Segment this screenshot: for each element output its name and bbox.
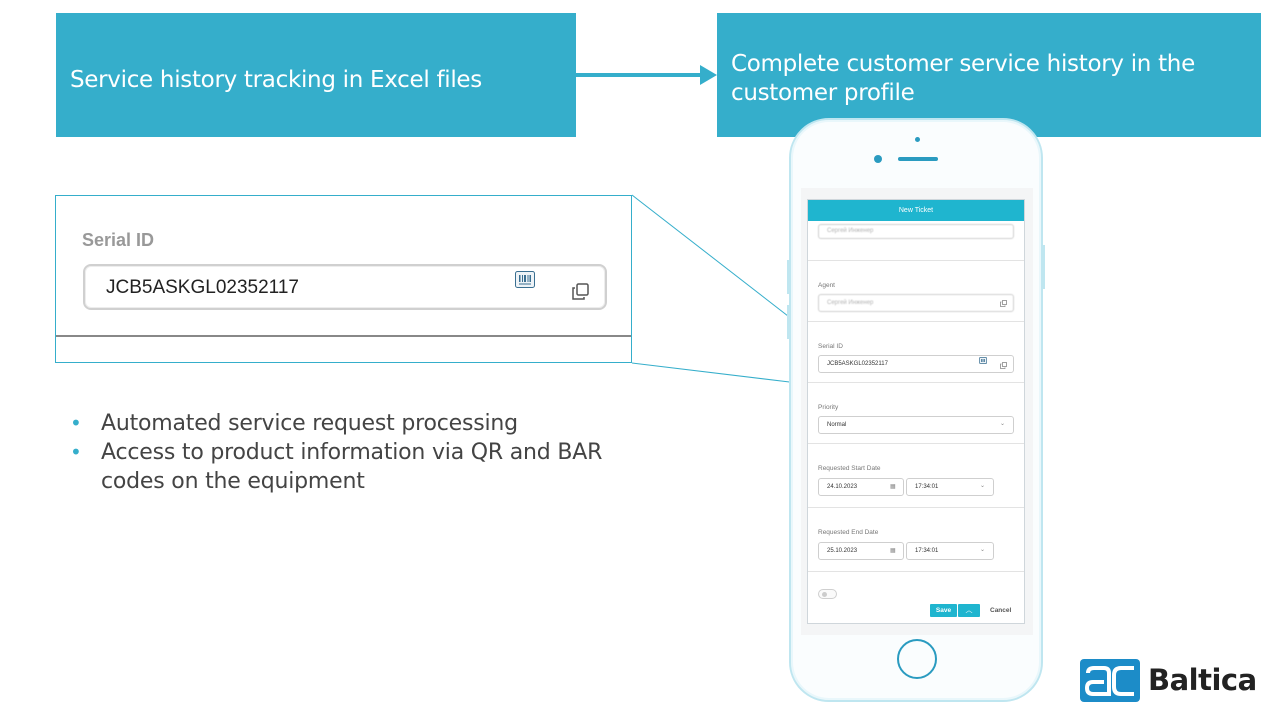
legacy-process-box: Service history tracking in Excel files <box>56 13 576 137</box>
arrow-right-icon <box>576 65 717 85</box>
serial-id-field[interactable]: JCB5ASKGL02352117 <box>83 264 607 310</box>
phone-side-button <box>1042 245 1045 289</box>
form-section: Requested Start Date 24.10.2023 ▦ 17:34:… <box>808 444 1024 508</box>
calendar-icon[interactable]: ▦ <box>890 548 896 554</box>
phone-screen: New Ticket Сергей Инженер Agent Сергей И… <box>801 188 1033 635</box>
calendar-icon[interactable]: ▦ <box>890 484 896 490</box>
divider <box>56 335 631 337</box>
copy-icon[interactable] <box>1000 300 1007 307</box>
cancel-button[interactable]: Cancel <box>990 607 1012 614</box>
form-section: Requested End Date 25.10.2023 ▦ 17:34:01… <box>808 508 1024 572</box>
copy-icon[interactable] <box>1000 362 1007 369</box>
new-ticket-form: New Ticket Сергей Инженер Agent Сергей И… <box>807 199 1025 624</box>
phone-home-button <box>897 639 937 679</box>
agent-label: Agent <box>818 282 835 289</box>
form-section: Agent Сергей Инженер <box>808 261 1024 322</box>
form-section: Priority Normal ⌄ <box>808 383 1024 444</box>
logo-mark <box>1080 659 1140 702</box>
serial-id-value: JCB5ASKGL02352117 <box>106 277 299 298</box>
start-date-label: Requested Start Date <box>818 465 881 472</box>
legacy-process-text: Service history tracking in Excel files <box>70 67 482 93</box>
toggle-switch[interactable] <box>818 589 837 599</box>
priority-select[interactable]: Normal <box>818 416 1014 434</box>
new-process-text: Complete customer service history in the… <box>731 51 1195 106</box>
feature-bullet-list: Automated service request processing Acc… <box>70 409 630 496</box>
phone-speaker <box>898 157 938 161</box>
end-date-label: Requested End Date <box>818 529 879 536</box>
serial-id-label: Serial ID <box>818 343 843 350</box>
end-date-input[interactable]: 25.10.2023 <box>818 542 904 560</box>
priority-label: Priority <box>818 404 839 411</box>
logo-ac-mark <box>1084 666 1134 696</box>
barcode-scan-icon[interactable] <box>979 357 987 364</box>
copy-icon[interactable] <box>571 283 589 301</box>
agent-input[interactable]: Сергей Инженер <box>818 294 1014 312</box>
form-section: Сергей Инженер <box>808 221 1024 261</box>
start-date-input[interactable]: 24.10.2023 <box>818 478 904 496</box>
save-button[interactable]: Save <box>930 604 957 617</box>
phone-sensor-dot <box>915 137 920 142</box>
phone-mockup: New Ticket Сергей Инженер Agent Сергей И… <box>787 118 1045 702</box>
phone-side-button <box>787 305 790 339</box>
requester-input[interactable]: Сергей Инженер <box>818 224 1014 239</box>
new-process-box: Complete customer service history in the… <box>717 13 1261 137</box>
end-time-input[interactable]: 17:34:01 <box>906 542 994 560</box>
phone-side-button <box>787 260 790 294</box>
serial-id-zoom-callout: Serial ID JCB5ASKGL02352117 <box>55 195 632 363</box>
bullet-item: Access to product information via QR and… <box>70 438 630 496</box>
chevron-down-icon: ⌄ <box>980 547 986 553</box>
form-section: Serial ID JCB5ASKGL02352117 <box>808 322 1024 383</box>
chevron-up-icon[interactable]: ︿ <box>958 604 980 617</box>
bullet-item: Automated service request processing <box>70 409 630 438</box>
form-title: New Ticket <box>808 200 1024 221</box>
serial-id-label: Serial ID <box>82 230 155 250</box>
phone-camera <box>874 155 882 163</box>
serial-id-input[interactable]: JCB5ASKGL02352117 <box>818 355 1014 373</box>
barcode-scan-icon[interactable] <box>515 271 535 288</box>
start-time-input[interactable]: 17:34:01 <box>906 478 994 496</box>
logo-word: Baltica <box>1148 663 1257 697</box>
chevron-down-icon: ⌄ <box>980 483 986 489</box>
chevron-down-icon: ⌄ <box>1000 421 1006 427</box>
